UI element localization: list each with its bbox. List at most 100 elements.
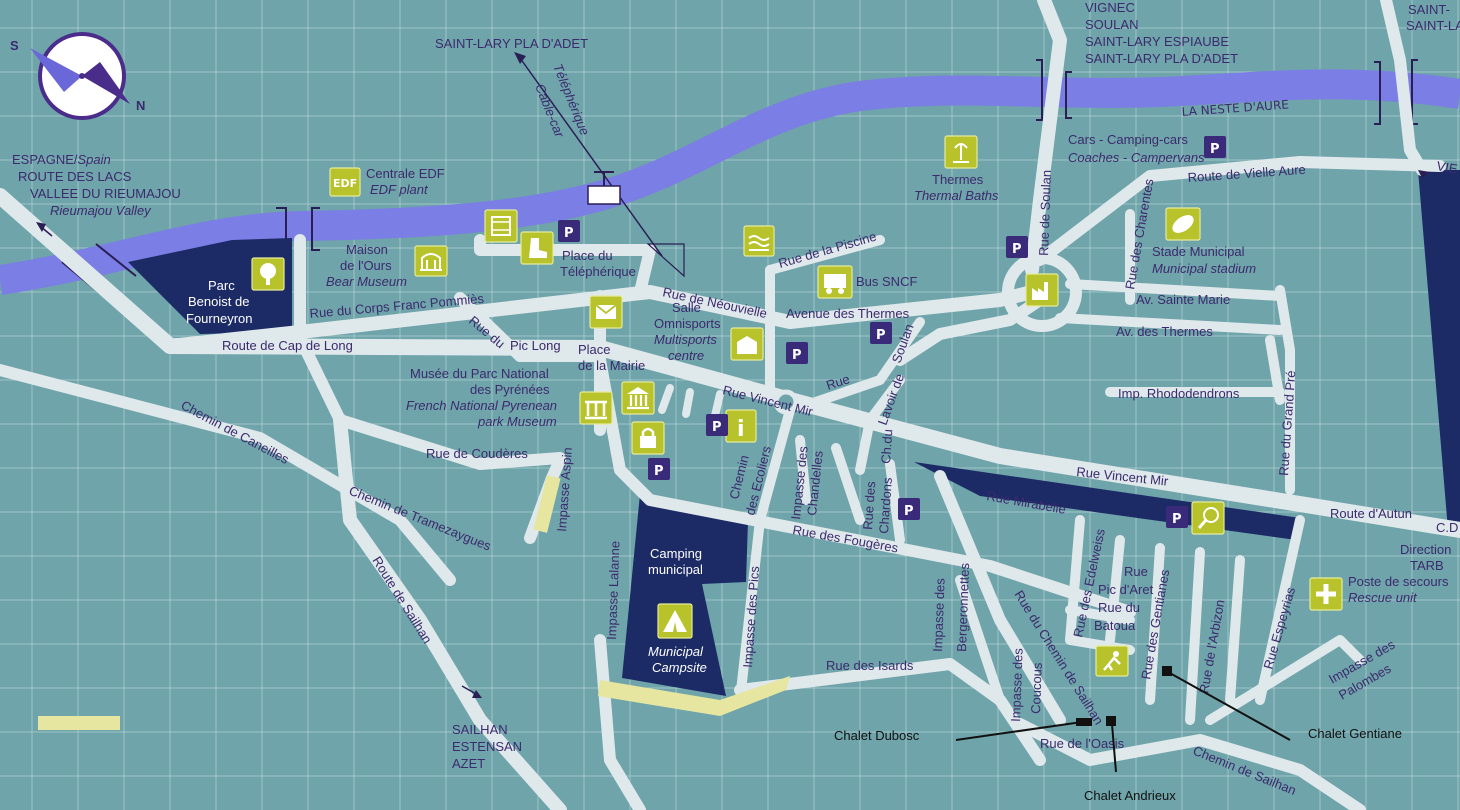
dir-vignec-2: SAINT-LARY ESPIAUBE (1085, 34, 1229, 49)
thermes-label-en: Thermal Baths (914, 188, 999, 203)
parking-icon-omnisports[interactable]: P (786, 342, 808, 364)
bear-museum-icon[interactable] (414, 245, 448, 277)
ours-label-1: Maison (346, 242, 388, 257)
chalet-andrieux-marker[interactable] (1106, 716, 1116, 726)
playground-icon[interactable] (1095, 645, 1129, 677)
info-icon-text: i (737, 417, 745, 442)
street-sainte-marie: Av. Sainte Marie (1136, 292, 1230, 307)
parking-icon-info[interactable]: P (706, 414, 728, 436)
parking-p: P (792, 348, 802, 363)
parking-icon-mairie[interactable]: P (648, 458, 670, 480)
chalet-gentiane-label: Chalet Gentiane (1308, 726, 1402, 741)
bus-icon[interactable] (817, 265, 853, 299)
poste-label: Poste de secours (1348, 574, 1449, 589)
chalet-andrieux-label: Chalet Andrieux (1084, 788, 1176, 803)
parking-p: P (1210, 142, 1220, 157)
stade-label-en: Municipal stadium (1152, 261, 1256, 276)
swimming-pool-icon[interactable] (743, 225, 775, 257)
musee-label-en2: park Museum (477, 414, 557, 429)
street-pic-daret-1: Rue (1124, 564, 1148, 579)
camping-label-en1: Municipal (648, 644, 704, 659)
river-neste-aure (0, 69, 1460, 295)
parking-icon-teleph[interactable]: P (558, 220, 580, 242)
sports-hall-icon[interactable] (730, 327, 764, 361)
dir-vie: VIE (1435, 158, 1459, 176)
parking-icon-thermes[interactable]: P (870, 322, 892, 344)
street-chardons-1: Rue des (860, 480, 878, 530)
street-av-thermes-1: Avenue des Thermes (786, 306, 910, 321)
dir-spain: ESPAGNE/Spain (12, 152, 111, 167)
mairie-label-1: de la Mairie (578, 358, 645, 373)
thermes-factory-icon[interactable] (1025, 273, 1059, 307)
street-couderes: Rue de Coudères (426, 446, 528, 461)
impasse-aspin-strip (533, 475, 561, 533)
parking-p: P (654, 464, 664, 479)
street-batoua-2: Batoua (1094, 618, 1136, 633)
town-hall-icon[interactable] (579, 391, 613, 425)
fountain-icon[interactable] (944, 135, 978, 169)
lock-icon[interactable] (631, 421, 665, 455)
street-bergeronnettes-1: Impasse des (930, 577, 948, 652)
chalet-gentiane-marker[interactable] (1162, 666, 1172, 676)
parking-icon-tennis[interactable]: P (1166, 506, 1188, 528)
chalet-markers (955, 671, 1291, 773)
thermes-label: Thermes (932, 172, 984, 187)
parking-p: P (1172, 512, 1182, 527)
post-office-icon[interactable] (589, 295, 623, 329)
street-aspin: Impasse Aspin (554, 447, 575, 532)
tennis-icon[interactable] (1191, 501, 1225, 535)
roundabout (1002, 252, 1082, 332)
parc-label-0: Parc (208, 278, 235, 293)
dir-valley: VALLEE DU RIEUMAJOU (30, 186, 181, 201)
camping-label-2: municipal (648, 562, 703, 577)
ski-boot-icon[interactable] (520, 231, 554, 265)
street-pics: Impasse des Pics (740, 565, 762, 668)
teleph-label-1: Téléphérique (560, 264, 636, 279)
tree-icon[interactable] (251, 257, 285, 291)
salle-label-2: Omnisports (654, 316, 721, 331)
rugby-ball-icon[interactable] (1165, 207, 1201, 241)
parking-p: P (1012, 242, 1022, 257)
street-autun: Route d'Autun (1330, 506, 1412, 521)
street-isards: Rue des Isards (826, 658, 914, 673)
salle-label-en2: centre (668, 348, 704, 363)
dir-valley-en: Rieumajou Valley (50, 203, 152, 218)
compass-rose (30, 32, 130, 120)
dir-lacs: ROUTE DES LACS (18, 169, 132, 184)
bus-label: Bus SNCF (856, 274, 917, 289)
dir-vignec-1: SOULAN (1085, 17, 1138, 32)
dir-vignec-0: VIGNEC (1085, 0, 1135, 15)
poste-label-en: Rescue unit (1348, 590, 1418, 605)
cablecar-arrow (514, 52, 526, 64)
tent-icon[interactable] (657, 603, 693, 639)
campsite-block (622, 494, 748, 696)
ours-label-en: Bear Museum (326, 274, 407, 289)
musee-label-1: Musée du Parc National (410, 366, 549, 381)
parking-p: P (904, 504, 914, 519)
camping-label-1: Camping (650, 546, 702, 561)
street-av-thermes-2: Av. des Thermes (1116, 324, 1213, 339)
mairie-label-0: Place (578, 342, 611, 357)
street-lalanne: Impasse Lalanne (604, 541, 622, 640)
street-pic-daret-2: Pic d'Aret (1098, 582, 1154, 597)
street-coucous-1: Impasse des (1008, 647, 1026, 722)
info-icon[interactable]: i (725, 409, 757, 443)
street-coucous-2: Coucous (1028, 662, 1045, 714)
cablecar-gondola-icon (587, 171, 621, 205)
museum-icon[interactable] (621, 381, 655, 415)
rescue-icon[interactable] (1309, 577, 1343, 611)
cars-label: Cars - Camping-cars (1068, 132, 1188, 147)
parking-icon-soulan[interactable]: P (1006, 236, 1028, 258)
parking-icon-cars[interactable]: P (1204, 136, 1226, 158)
stade-label: Stade Municipal (1152, 244, 1245, 259)
cinema-icon[interactable] (484, 209, 518, 243)
dir-sailhan-1: ESTENSAN (452, 739, 522, 754)
dir-tarbes-0: C.D (1436, 520, 1458, 535)
chalet-dubosc-marker[interactable] (1076, 718, 1092, 726)
edf-icon-text: EDF (333, 177, 357, 190)
edf-icon[interactable]: EDF (329, 167, 361, 197)
street-chardons-2: Chardons (876, 476, 895, 534)
parking-icon-chardons[interactable]: P (898, 498, 920, 520)
parking-p: P (564, 226, 574, 241)
